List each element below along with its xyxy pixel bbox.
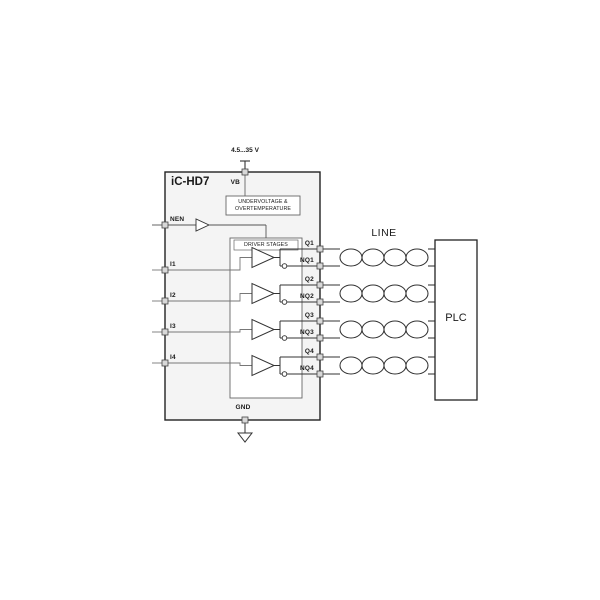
pin-label-i4: I4 <box>170 354 176 361</box>
pin-label-i2: I2 <box>170 292 176 299</box>
enable-buffer <box>152 218 267 238</box>
chip-title: iC-HD7 <box>171 176 210 188</box>
pin-label-nq3: NQ3 <box>300 329 314 336</box>
pin-label-q2: Q2 <box>304 276 314 283</box>
ground-symbol <box>236 423 254 443</box>
pin-label-nq4: NQ4 <box>300 365 314 372</box>
pin-label-i3: I3 <box>170 323 176 330</box>
pin-squares <box>161 168 324 424</box>
pin-label-vb: VB <box>230 179 240 186</box>
supply-voltage-label: 4.5...35 V <box>231 147 259 154</box>
pin-label-nq2: NQ2 <box>300 293 314 300</box>
driver-stages-label: DRIVER STAGES <box>244 242 288 248</box>
protection-label-line1: UNDERVOLTAGE & <box>238 199 288 205</box>
plc-box <box>434 239 478 401</box>
pin-label-i1: I1 <box>170 261 176 268</box>
protection-label-line2: OVERTEMPERATURE <box>234 206 292 212</box>
driver-stages-block <box>229 237 303 399</box>
driver-symbols <box>251 246 317 377</box>
pin-label-q1: Q1 <box>304 240 314 247</box>
protection-block <box>225 175 301 216</box>
supply-terminal-symbol <box>240 160 250 169</box>
input-wires <box>152 257 252 366</box>
plc-label: PLC <box>445 312 467 324</box>
pin-label-q4: Q4 <box>304 348 314 355</box>
line-label: LINE <box>371 227 397 239</box>
pin-label-gnd: GND <box>235 404 251 411</box>
twisted-pair-lines <box>323 248 435 375</box>
pin-label-q3: Q3 <box>304 312 314 319</box>
pin-label-nq1: NQ1 <box>300 257 314 264</box>
pin-label-nen: NEN <box>170 216 185 223</box>
